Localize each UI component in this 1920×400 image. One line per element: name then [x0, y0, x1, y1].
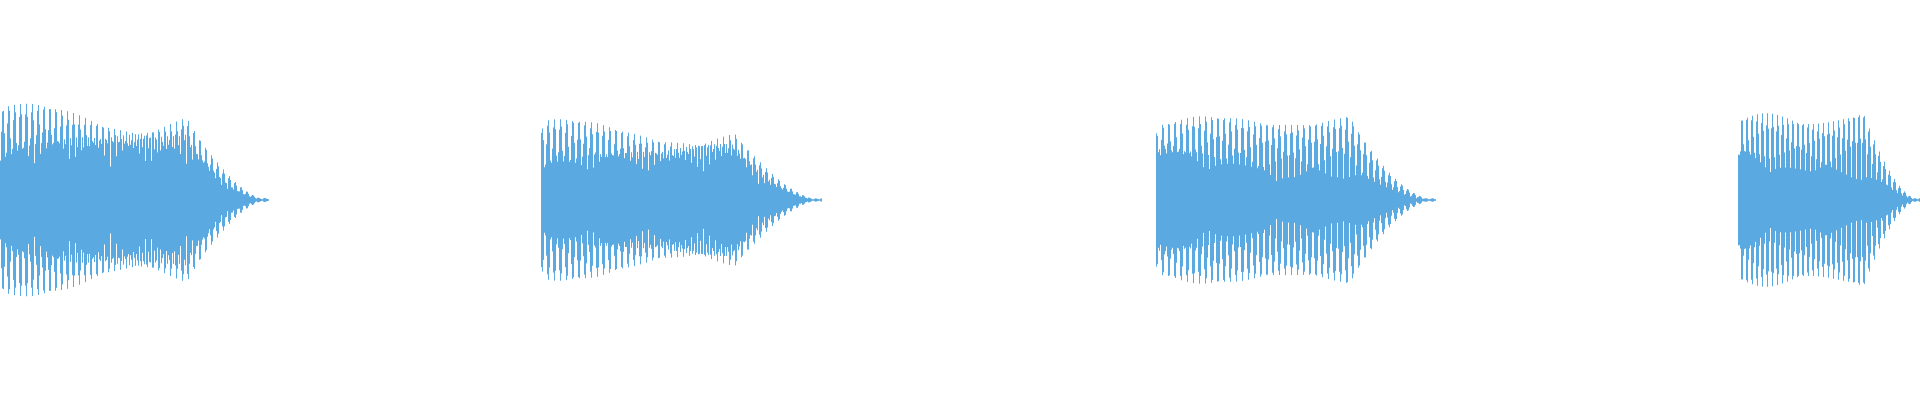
waveform-segment — [541, 119, 822, 281]
waveform-peaks — [1156, 116, 1436, 284]
waveform-segment — [1156, 116, 1436, 284]
waveform-segments — [0, 103, 1920, 297]
waveform-peaks — [0, 103, 269, 297]
waveform-segment — [1738, 113, 1920, 287]
waveform-segment — [0, 103, 269, 297]
waveform-peaks — [541, 119, 822, 281]
waveform-peaks — [1738, 113, 1920, 287]
